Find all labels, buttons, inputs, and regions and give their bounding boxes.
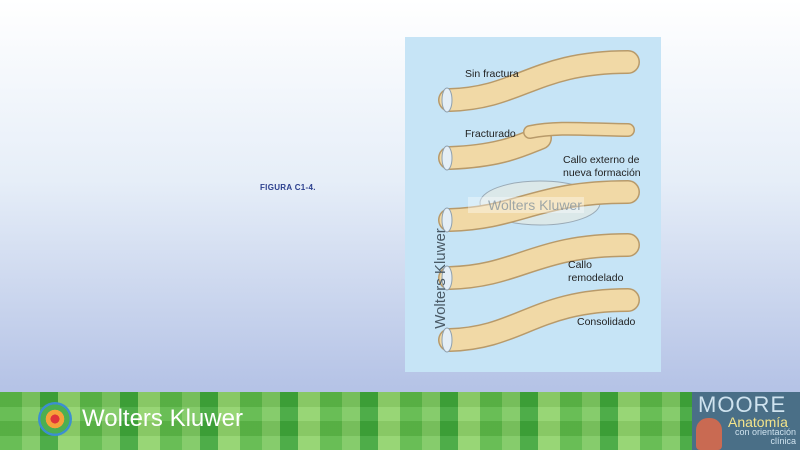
bone-fracturado bbox=[438, 121, 635, 170]
label-sin-fractura: Sin fractura bbox=[465, 68, 519, 80]
label-callo-externo-2: nueva formación bbox=[563, 167, 641, 179]
figure-caption: FIGURA C1-4. bbox=[260, 183, 316, 192]
book-subtitle-2: con orientación clínica bbox=[735, 428, 796, 446]
book-subtitle-line1: con orientación bbox=[734, 427, 796, 437]
bone-callo-remodelado bbox=[438, 233, 640, 290]
label-callo-externo-1: Callo externo de bbox=[563, 154, 640, 166]
book-subtitle: Anatomía bbox=[728, 414, 788, 430]
anatomy-face-icon bbox=[696, 418, 722, 450]
bone-illustrations bbox=[438, 50, 640, 353]
book-title: MOORE bbox=[698, 392, 787, 417]
clavicle-fracture-figure bbox=[405, 37, 661, 372]
brand-name: Wolters Kluwer bbox=[82, 405, 243, 432]
footer-band: Wolters Kluwer bbox=[0, 392, 800, 450]
watermark: Wolters Kluwer bbox=[468, 197, 584, 213]
label-fracturado: Fracturado bbox=[465, 128, 516, 140]
label-consolidado: Consolidado bbox=[577, 316, 636, 328]
bone-sin-fractura bbox=[438, 50, 640, 112]
bone-callo-externo bbox=[438, 180, 640, 232]
watermark-vertical: Wolters Kluwer bbox=[431, 228, 449, 329]
label-callo-remodelado-2: remodelado bbox=[568, 272, 624, 284]
wolters-kluwer-logo-icon bbox=[38, 402, 72, 436]
brand: Wolters Kluwer bbox=[38, 402, 243, 436]
label-callo-remodelado-1: Callo bbox=[568, 259, 592, 271]
book-cover: MOORE Anatomía con orientación clínica bbox=[692, 392, 800, 450]
book-subtitle-line2: clínica bbox=[770, 436, 796, 446]
bone-consolidado bbox=[438, 288, 640, 352]
